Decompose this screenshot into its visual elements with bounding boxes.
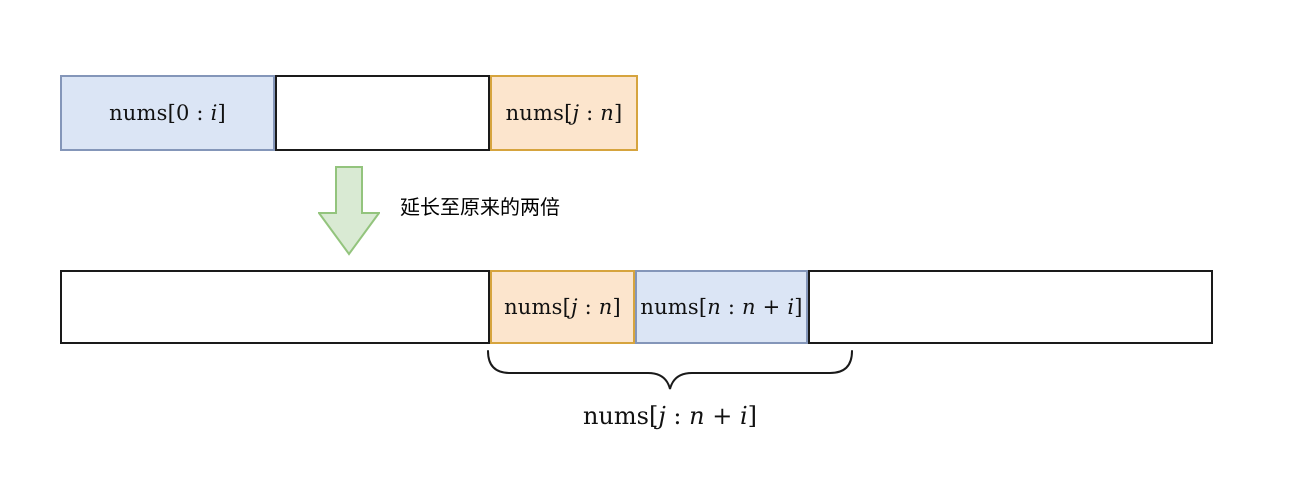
down-arrow-icon — [317, 166, 381, 256]
segment-nums-n-n-plus-i: nums[n : n + i] — [635, 270, 808, 344]
segment-label: nums[j : n] — [504, 295, 621, 319]
segment-label: nums[j : n] — [505, 101, 623, 125]
segment-nums-j-n-extended: nums[j : n] — [490, 270, 635, 344]
segment-label: nums[n : n + i] — [640, 295, 803, 319]
segment-nums-j-n: nums[j : n] — [490, 75, 638, 151]
underbrace — [486, 349, 854, 393]
segment-label: nums[0 : i] — [109, 101, 226, 125]
segment-empty-left — [60, 270, 490, 344]
segment-empty-right — [808, 270, 1213, 344]
segment-empty-middle — [275, 75, 490, 151]
arrow-label: 延长至原来的两倍 — [400, 195, 560, 219]
segment-nums-0-i: nums[0 : i] — [60, 75, 275, 151]
brace-label: nums[j : n + i] — [582, 402, 758, 430]
